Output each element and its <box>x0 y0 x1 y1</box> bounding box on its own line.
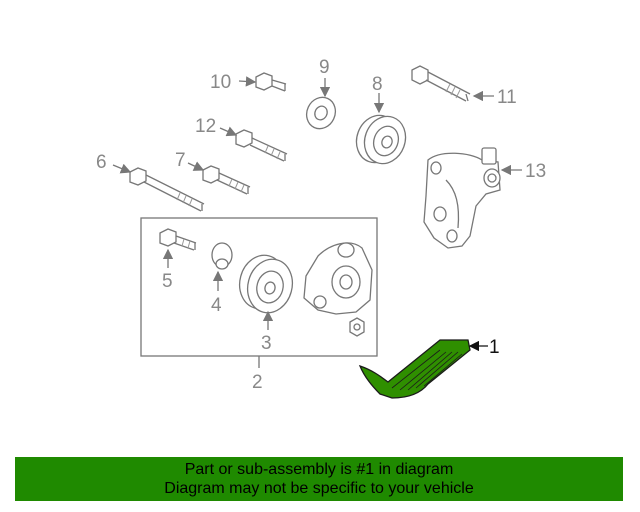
callout-7: 7 <box>175 150 186 171</box>
callout-11: 11 <box>497 87 517 108</box>
banner-line-1: Part or sub-assembly is #1 in diagram <box>184 461 454 478</box>
parts-diagram: 10 9 8 11 12 <box>96 57 546 399</box>
callout-4: 4 <box>211 295 222 316</box>
part-13-bracket <box>423 147 522 249</box>
callout-5: 5 <box>162 271 173 292</box>
part-11-bolt <box>411 65 494 102</box>
callout-13: 13 <box>525 161 546 182</box>
callout-12: 12 <box>195 116 216 137</box>
part-9-washer <box>305 78 337 130</box>
part-4-washer <box>211 242 233 291</box>
part-3-tensioner-pulley <box>238 254 294 330</box>
banner-line-2: Diagram may not be specific to your vehi… <box>164 480 474 497</box>
callout-2: 2 <box>252 372 263 393</box>
part-5-bolt <box>159 228 197 268</box>
callout-10: 10 <box>210 72 231 93</box>
part-6-bolt <box>112 163 205 212</box>
callout-1: 1 <box>489 337 500 358</box>
part-12-bolt <box>219 126 288 162</box>
callout-9: 9 <box>319 57 330 78</box>
callout-6: 6 <box>96 152 107 173</box>
part-10-bolt <box>238 72 287 92</box>
tensioner-body <box>303 242 373 337</box>
part-8-idler-pulley <box>355 93 407 165</box>
callout-3: 3 <box>261 333 272 354</box>
part-1-drive-belt-highlighted <box>358 339 488 399</box>
callout-8: 8 <box>372 74 383 95</box>
part-7-bolt <box>187 161 251 195</box>
info-banner: Part or sub-assembly is #1 in diagram Di… <box>15 457 623 501</box>
